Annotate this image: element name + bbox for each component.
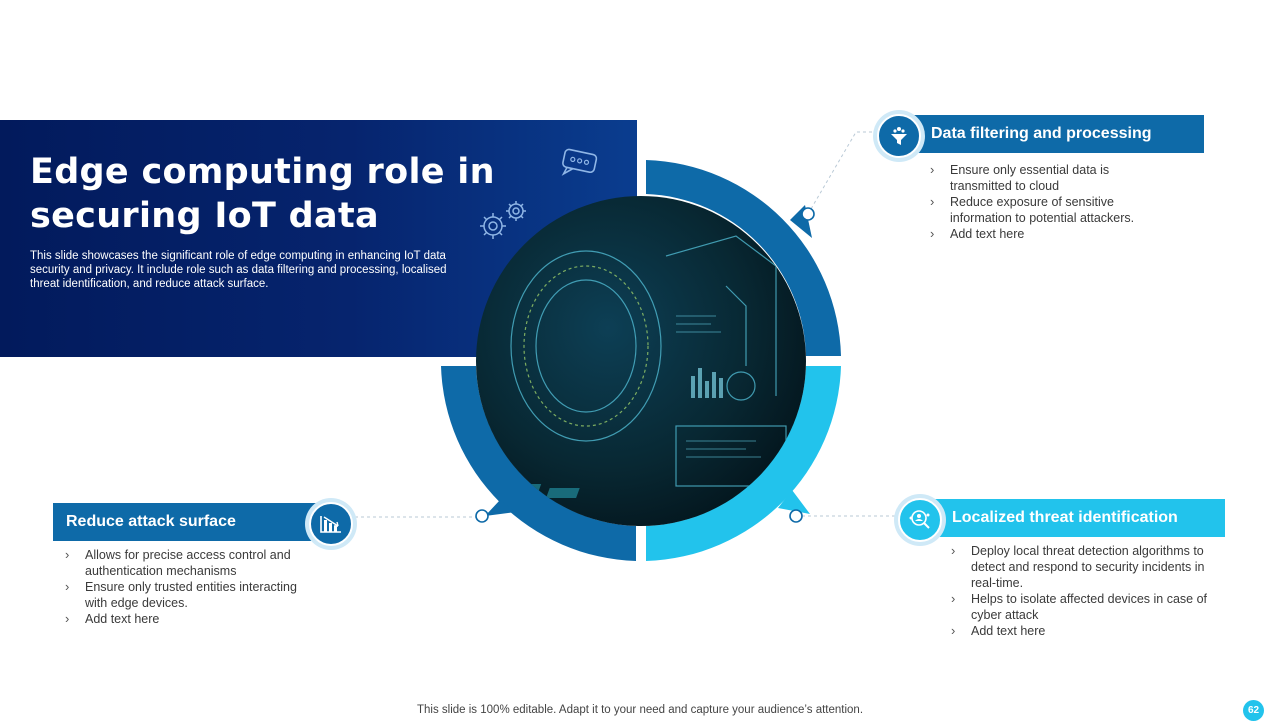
list-item: Ensure only essential data is transmitte… [930,162,1170,194]
list-item: Reduce exposure of sensitive information… [930,194,1170,226]
slide-subtitle: This slide showcases the significant rol… [30,250,447,290]
list-item: Helps to isolate affected devices in cas… [951,591,1221,623]
list-item: Allows for precise access control and au… [65,547,305,579]
connector-dot-data [801,207,815,221]
list-item: Ensure only trusted entities interacting… [65,579,305,611]
data-filtering-heading: Data filtering and processing [900,115,1204,153]
list-item: Deploy local threat detection algorithms… [951,543,1221,591]
list-item: Add text here [65,611,305,627]
localized-threat-list: Deploy local threat detection algorithms… [951,543,1221,639]
ring-segment-data-filtering [646,160,841,356]
tech-screen-image [476,196,806,526]
segmented-ring [441,160,841,561]
list-item: Add text here [930,226,1170,242]
search-people-icon [898,498,942,542]
page-number: 62 [1243,700,1264,721]
funnel-icon [877,114,921,158]
bar-chart-down-icon [309,502,353,546]
connector-dot-reduce [475,509,489,523]
reduce-attack-list: Allows for precise access control and au… [65,547,305,627]
connector-dot-local [789,509,803,523]
data-filtering-list: Ensure only essential data is transmitte… [930,162,1170,242]
slide-title: Edge computing role in securing IoT data [30,152,495,236]
list-item: Add text here [951,623,1221,639]
ring-segment-reduce-attack [441,366,636,561]
localized-threat-heading: Localized threat identification [918,499,1225,537]
footer-note: This slide is 100% editable. Adapt it to… [416,704,864,716]
reduce-attack-heading: Reduce attack surface [53,503,333,541]
ring-segment-localized-threat [646,366,841,561]
gears-icon [480,201,526,239]
chat-bubble-icon [561,148,598,176]
